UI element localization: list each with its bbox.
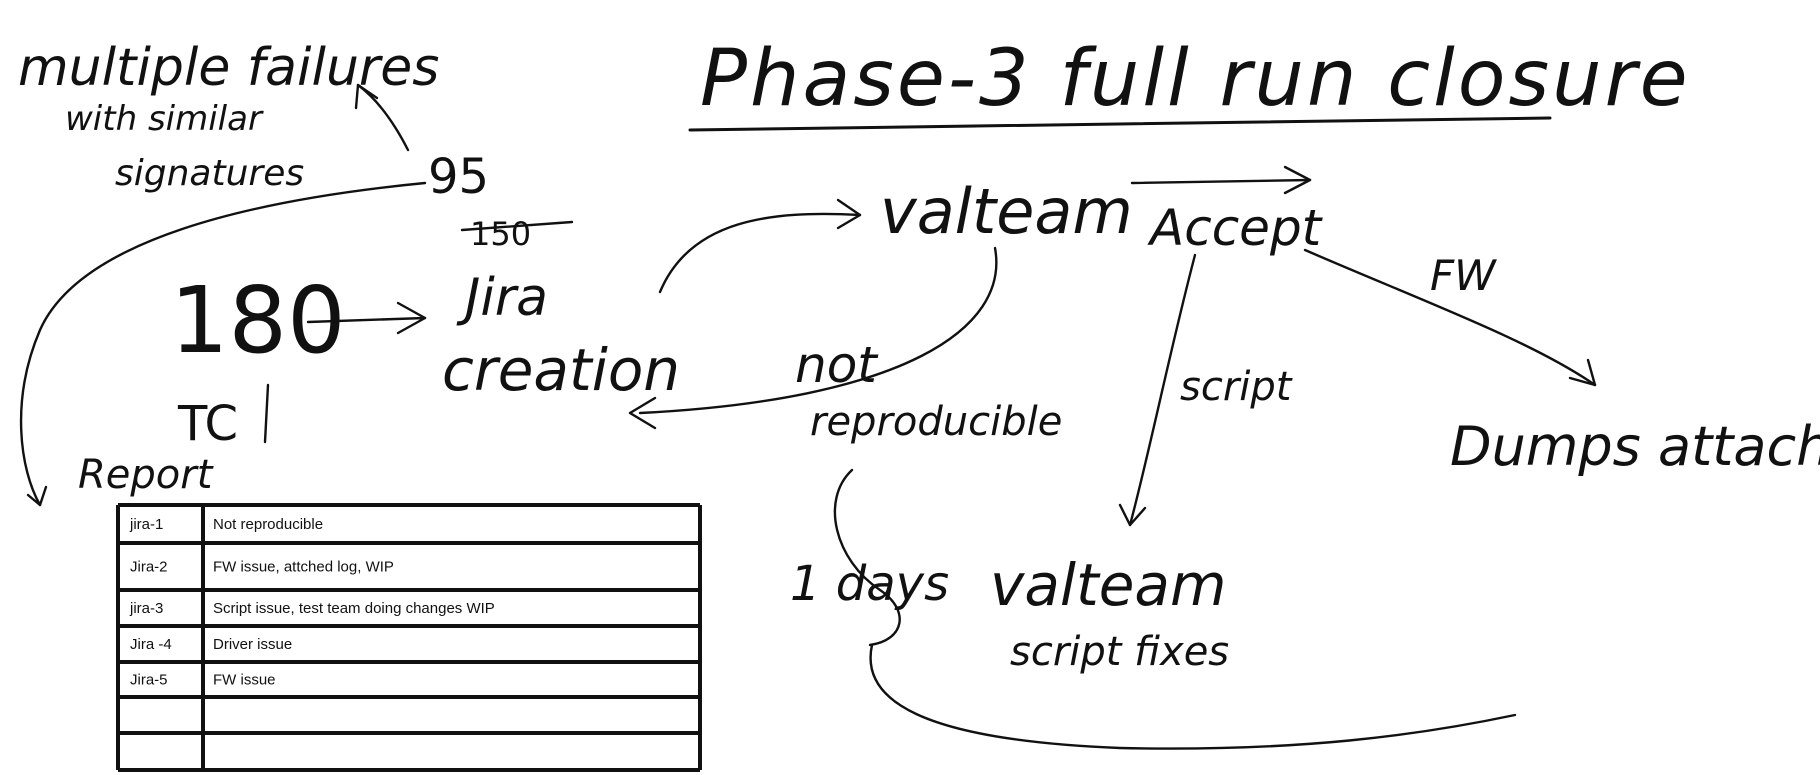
arrow-accept-to-script-fixes <box>1128 253 1197 527</box>
count-150-struck: 150 <box>470 215 531 253</box>
edge-not: not <box>795 336 879 394</box>
bottom-loop-curve <box>869 643 1517 750</box>
title-underline <box>688 116 1552 132</box>
report-label: Report <box>78 452 214 498</box>
note-with-similar: with similar <box>65 99 264 139</box>
note-1-days: 1 days <box>790 556 949 612</box>
diagram-title: Phase-3 full run closure <box>700 34 1691 124</box>
table-cell-status: Script issue, test team doing changes WI… <box>213 600 495 617</box>
arrowhead-notes <box>354 83 379 110</box>
arrow-not-reproducible <box>638 246 998 415</box>
arrowhead-script-fixes <box>1118 503 1147 527</box>
node-script-fixes: script fixes <box>1010 629 1229 675</box>
table-cell-status: Not reproducible <box>213 516 323 533</box>
arrow-valteam-to-accept <box>1130 178 1312 185</box>
note-multiple-failures: multiple failures <box>18 38 439 98</box>
node-valteam: valteam <box>880 175 1133 248</box>
table-cell-id: Jira-2 <box>130 559 168 576</box>
arrowhead-dumps <box>1568 358 1597 387</box>
count-180: 180 <box>170 267 346 374</box>
loop-1-days <box>833 468 901 647</box>
node-valteam-fixes: valteam <box>990 551 1226 619</box>
arrow-180-to-jira <box>306 316 427 324</box>
count-95: 95 <box>428 149 489 205</box>
table-cell-id: jira-3 <box>129 600 163 617</box>
edge-script: script <box>1180 364 1293 410</box>
edge-fw: FW <box>1430 251 1497 300</box>
arrowhead-not-reproducible <box>628 396 657 430</box>
node-dumps-attach: Dumps attach <box>1450 415 1820 478</box>
arrowhead-valteam <box>836 198 862 230</box>
edge-reproducible: reproducible <box>810 399 1062 445</box>
table-cell-id: Jira-5 <box>130 672 168 689</box>
node-jira: Jira <box>456 268 548 328</box>
table-cell-id: jira-1 <box>129 516 163 533</box>
arrow-95-to-report <box>19 181 427 507</box>
node-accept: Accept <box>1147 199 1324 257</box>
strike-line <box>460 220 574 232</box>
table-cell-status: FW issue <box>213 672 276 689</box>
arrowhead-jira <box>396 301 427 335</box>
tc-mark <box>263 383 270 444</box>
note-signatures: signatures <box>115 153 304 194</box>
table-cell-status: Driver issue <box>213 636 292 653</box>
tc-label: TC <box>177 396 238 452</box>
arrow-accept-to-dumps <box>1303 248 1597 387</box>
table-cell-status: FW issue, attched log, WIP <box>213 559 394 576</box>
table-cell-id: Jira -4 <box>130 636 172 653</box>
node-creation: creation <box>442 336 680 404</box>
arrowhead-accept <box>1283 165 1312 195</box>
arrow-jira-to-valteam <box>658 212 862 294</box>
arrowhead-report <box>26 485 48 507</box>
